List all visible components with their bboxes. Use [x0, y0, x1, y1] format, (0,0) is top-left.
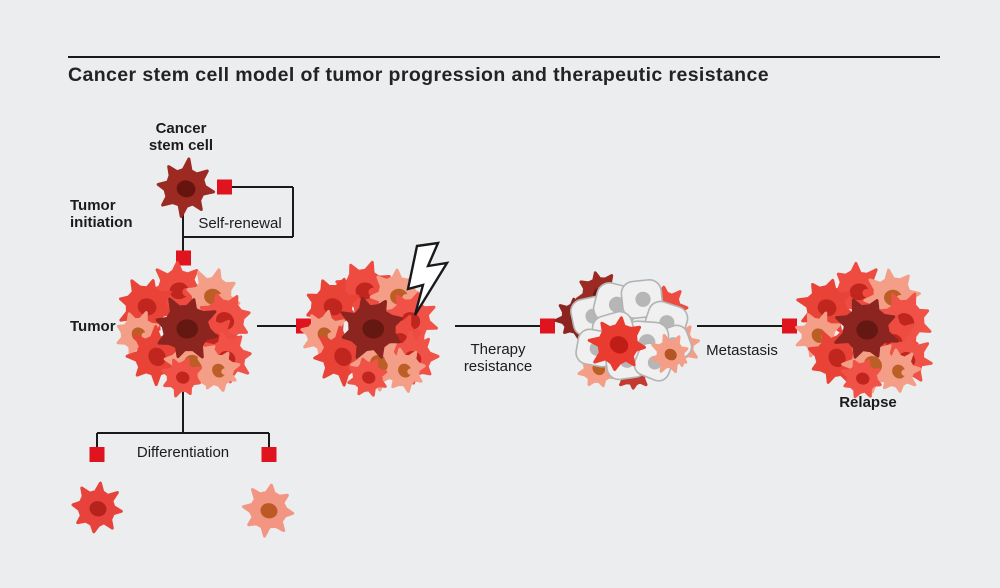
self-renewal-label: Self-renewal	[198, 215, 282, 232]
differentiation-branch	[89, 386, 277, 462]
differentiation-label: Differentiation	[136, 444, 230, 461]
metastasis-arrow	[697, 318, 797, 334]
page-title: Cancer stem cell model of tumor progress…	[68, 64, 769, 86]
arrowhead-square	[261, 447, 277, 462]
differentiated-cell-red	[71, 481, 123, 534]
relapse-label: Relapse	[839, 394, 897, 411]
self-renewal-loop	[176, 179, 294, 266]
header-rule	[68, 56, 940, 58]
tumor-under-therapy-cluster	[300, 260, 440, 397]
relapse-tumor-cluster	[795, 262, 933, 399]
therapy-lightning-icon	[406, 241, 450, 316]
arrowhead-square	[540, 318, 555, 334]
cancer-stem-cell	[156, 157, 215, 218]
arrowhead-square	[782, 318, 797, 334]
therapy-resistant-cluster	[554, 271, 700, 390]
differentiated-cell-salmon	[242, 483, 295, 538]
tumor-initiation-label: Tumor initiation	[70, 197, 133, 231]
arrowhead-square	[217, 179, 232, 195]
arrowhead-square	[89, 447, 105, 462]
cancer-stem-cell-label: Cancer stem cell	[148, 120, 214, 154]
metastasis-label: Metastasis	[706, 342, 778, 359]
primary-tumor-cluster	[116, 261, 252, 398]
arrowhead-square	[176, 250, 191, 266]
therapy-resistance-label: Therapy resistance	[463, 341, 533, 375]
therapy-resistance-arrow	[455, 318, 555, 334]
tumor-label: Tumor	[70, 318, 116, 335]
